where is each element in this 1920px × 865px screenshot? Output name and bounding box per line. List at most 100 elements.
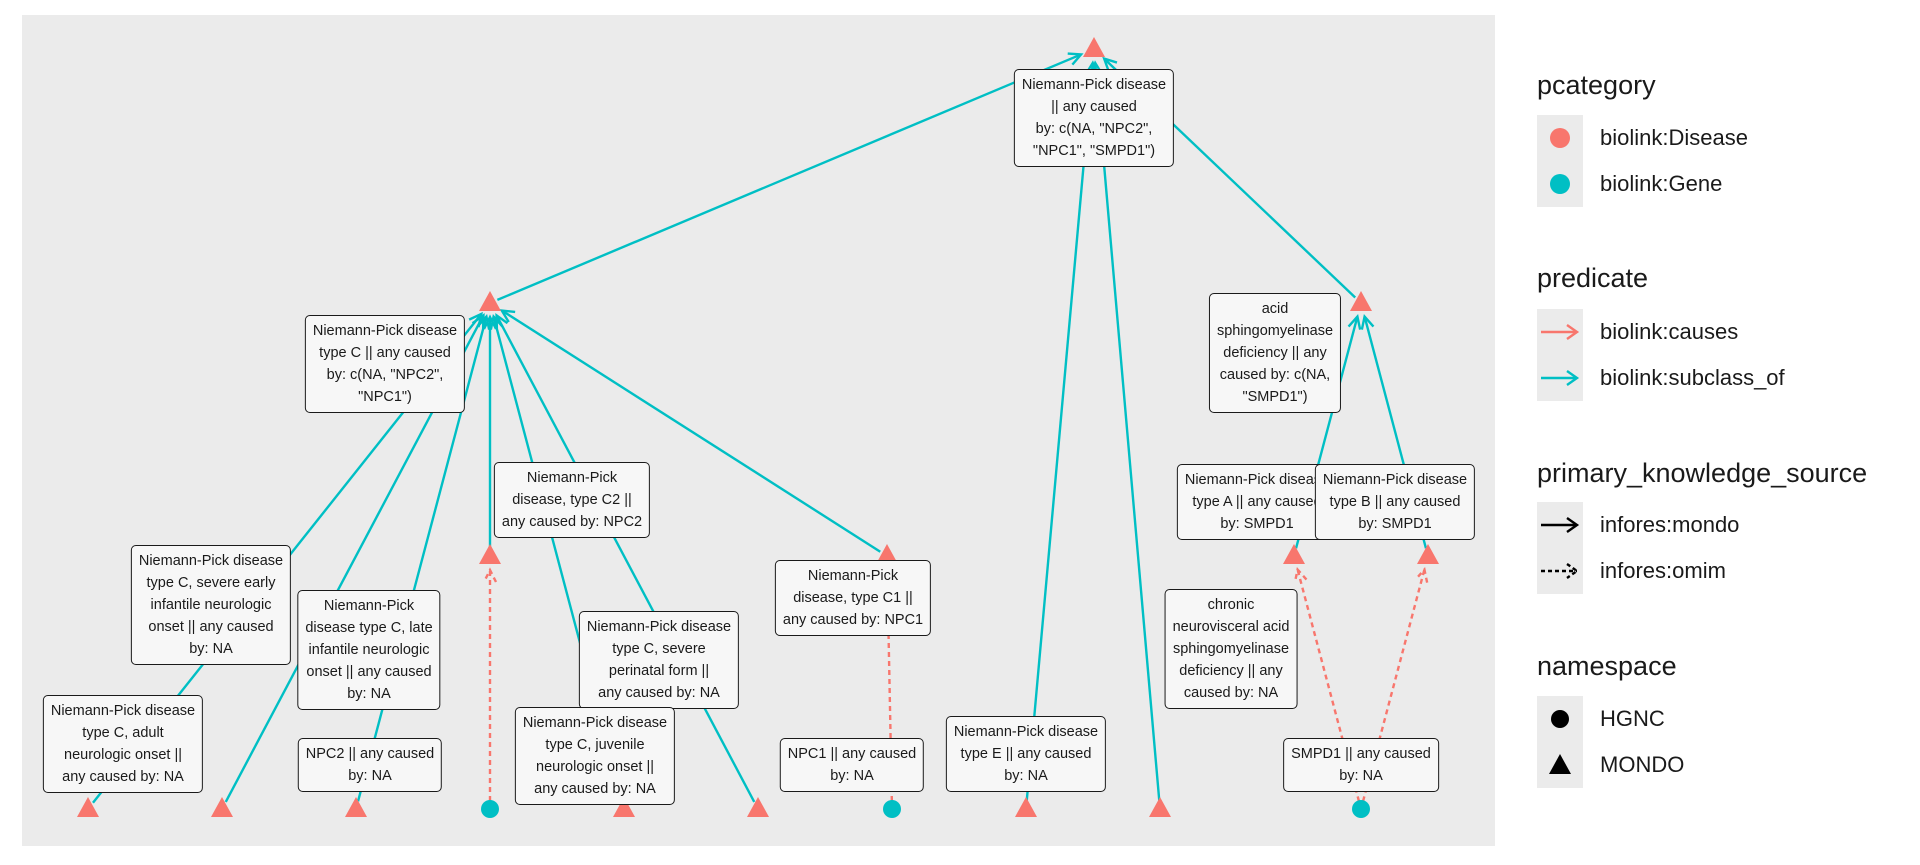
node-label-line: any caused by: NA	[534, 781, 656, 797]
node-chronic_asm-triangle-icon[interactable]	[1149, 797, 1171, 817]
node-label-line: infantile neurologic	[308, 642, 430, 658]
node-label-line: sphingomyelinase	[1172, 641, 1290, 657]
legend-key-gene	[1537, 161, 1583, 207]
node-npc1_dis-triangle-icon[interactable]	[876, 544, 898, 564]
node-label-line: Niemann-Pick disease	[1021, 77, 1167, 93]
node-npa-triangle-icon[interactable]	[1283, 544, 1305, 564]
node-label-line: Niemann-Pick disease	[138, 553, 284, 569]
arrowhead-icon	[495, 313, 509, 329]
node-label-line: "SMPD1")	[1242, 389, 1308, 405]
node-label-line: acid	[1261, 301, 1289, 317]
arrowhead-icon	[482, 314, 498, 330]
node-label-line: by: SMPD1	[1358, 516, 1432, 532]
edge-npe-to-np_root	[1025, 60, 1099, 802]
arrowhead-icon	[476, 313, 491, 330]
node-label-line: caused by: c(NA,	[1219, 367, 1331, 383]
node-label-line: NPC2 || any caused	[305, 746, 435, 762]
node-label-line: neurovisceral acid	[1172, 619, 1290, 635]
legend-key-mondo-ns	[1537, 742, 1583, 788]
node-label-line: Niemann-Pick disease	[1322, 472, 1468, 488]
node-label-line: Niemann-Pick disease	[522, 715, 668, 731]
node-label-line: Niemann-Pick	[323, 598, 415, 614]
node-label-line: NPC1 || any caused	[787, 746, 917, 762]
arrowhead-icon	[1102, 56, 1118, 72]
node-label-line: type C, severe	[612, 641, 706, 657]
node-asm_def-triangle-icon[interactable]	[1350, 291, 1372, 311]
legend-title-predicate: predicate	[1537, 263, 1649, 293]
node-smpd1_gene-circle-icon[interactable]	[1352, 800, 1370, 818]
node-label-line: type A || any caused	[1192, 494, 1322, 510]
triangle-icon	[1549, 754, 1571, 774]
edge-npc2_dis-to-npc	[482, 314, 498, 548]
node-label-line: type E || any caused	[960, 746, 1092, 762]
legend-key-causes	[1537, 309, 1583, 355]
node-label-line: neurologic onset ||	[64, 747, 182, 763]
node-npc_severe_early-triangle-icon[interactable]	[211, 797, 233, 817]
node-npc_juvenile-triangle-icon[interactable]	[613, 797, 635, 817]
edge-npc_perinatal-to-npc	[495, 313, 756, 803]
arrowhead-icon	[1360, 313, 1375, 330]
node-npc_late_inf-triangle-icon[interactable]	[345, 797, 367, 817]
node-label-line: any caused by: NPC2	[501, 514, 643, 530]
node-label-line: by: NA	[347, 686, 391, 702]
node-label-line: infantile neurologic	[150, 597, 272, 613]
node-label-line: type C, severe early	[146, 575, 276, 591]
node-label-line: onset || any caused	[306, 664, 432, 680]
node-label-line: by: c(NA, "NPC2",	[1035, 121, 1153, 137]
node-label-line: neurologic onset ||	[536, 759, 654, 775]
node-label-line: disease, type C1 ||	[793, 590, 913, 606]
node-label-line: sphingomyelinase	[1216, 323, 1334, 339]
node-npe-triangle-icon[interactable]	[1015, 797, 1037, 817]
node-label-np_root: Niemann-Pick disease || any caused by: c(N…	[1013, 69, 1175, 167]
node-label-line: type B || any caused	[1329, 494, 1461, 510]
legend-label-hgnc: HGNC	[1600, 706, 1665, 731]
node-npc2_dis-triangle-icon[interactable]	[479, 544, 501, 564]
disease-dot-icon	[1550, 128, 1570, 148]
node-label-line: caused by: NA	[1183, 685, 1279, 701]
node-npb-triangle-icon[interactable]	[1417, 544, 1439, 564]
node-label-line: onset || any caused	[148, 619, 274, 635]
arrowhead-icon	[1347, 313, 1362, 330]
arrow-right-icon	[1566, 324, 1580, 340]
edge-npc2_gene-to-npc2_dis	[482, 567, 498, 801]
legend-title-source: primary_knowledge_source	[1537, 458, 1868, 488]
legend-label-mondo: infores:mondo	[1600, 512, 1740, 537]
node-label-line: Niemann-Pick disease	[50, 703, 196, 719]
node-npc_adult-triangle-icon[interactable]	[77, 797, 99, 817]
node-label-line: perinatal form ||	[608, 663, 710, 679]
node-label-line: Niemann-Pick disease	[953, 724, 1099, 740]
node-npc_perinatal-triangle-icon[interactable]	[747, 797, 769, 817]
arrowhead-icon	[482, 567, 498, 583]
node-label-line: disease type C, late	[305, 620, 433, 636]
arrow-right-icon	[1566, 370, 1580, 386]
node-label-line: any caused by: NPC1	[782, 612, 924, 628]
arrowhead-icon	[1414, 566, 1429, 583]
legend-label-gene: biolink:Gene	[1600, 171, 1723, 196]
edge-npc1_dis-to-npc	[499, 309, 881, 553]
gene-dot-icon	[1550, 174, 1570, 194]
node-label-line: || any caused	[1051, 99, 1137, 115]
node-label-line: type C, juvenile	[545, 737, 645, 753]
node-label-line: by: NA	[1339, 768, 1383, 784]
node-npc-triangle-icon[interactable]	[479, 291, 501, 311]
legend: pcategory biolink:Disease biolink:Gene p…	[1537, 0, 1920, 865]
node-label-line: "NPC1")	[358, 389, 412, 405]
node-label-line: by: NA	[830, 768, 874, 784]
node-label-line: disease, type C2 ||	[512, 492, 632, 508]
node-np_root-triangle-icon[interactable]	[1083, 37, 1105, 57]
node-label-line: by: SMPD1	[1220, 516, 1294, 532]
node-label-npe: Niemann-Pick disease type E || any caused…	[945, 716, 1107, 792]
node-label-line: by: c(NA, "NPC2",	[326, 367, 444, 383]
node-npc2_gene-circle-icon[interactable]	[481, 800, 499, 818]
legend-key-hgnc	[1537, 696, 1583, 742]
node-label-line: SMPD1 || any caused	[1291, 746, 1431, 762]
legend-label-omim: infores:omim	[1600, 558, 1726, 583]
node-npc1_gene-circle-icon[interactable]	[883, 800, 901, 818]
